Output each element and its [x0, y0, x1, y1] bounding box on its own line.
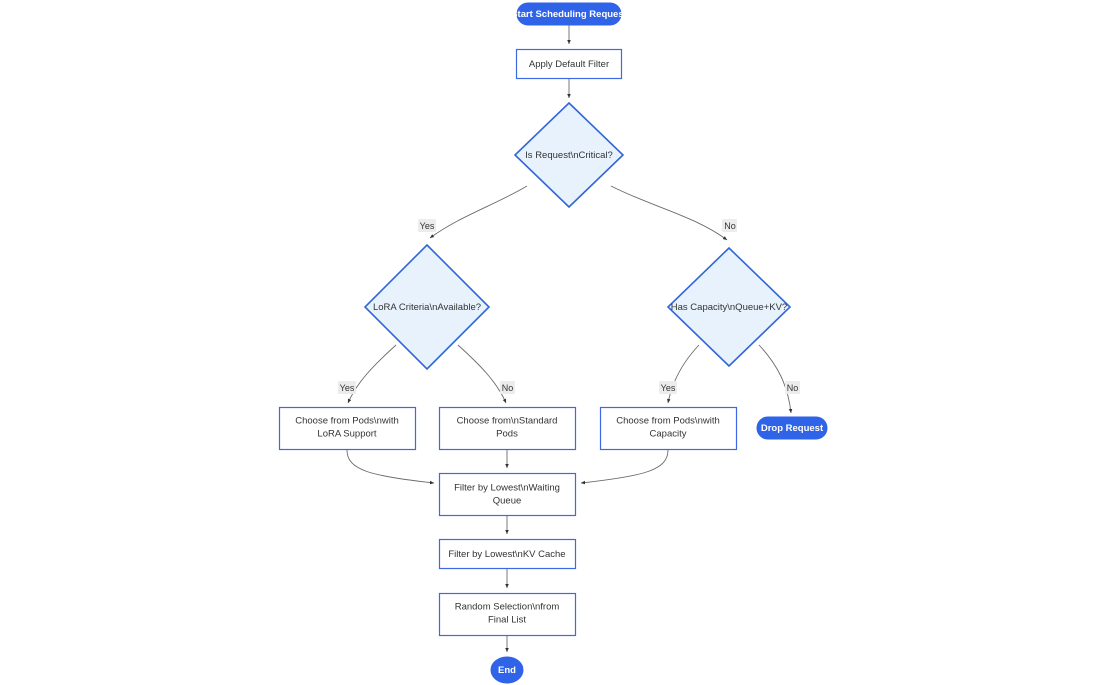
- random-selection-label-line2: Final List: [488, 615, 526, 626]
- choose-lora-pods-label-line2: LoRA Support: [317, 429, 377, 440]
- has-capacity-label: Has Capacity\nQueue+KV?: [671, 302, 787, 313]
- apply-default-filter-shape[interactable]: [515, 48, 623, 80]
- node-drop-request[interactable]: Drop Request: [756, 416, 828, 440]
- filter-waiting-queue-label-line2: Queue: [493, 496, 522, 507]
- edge-label-text: Yes: [340, 383, 355, 393]
- edge-label-lora-criteria-yes: Yes: [338, 381, 356, 394]
- is-request-critical-shape[interactable]: [513, 101, 625, 209]
- node-start[interactable]: Start Scheduling Request: [511, 2, 628, 26]
- choose-capacity-pods-shape[interactable]: [599, 406, 738, 451]
- lora-criteria-available-shape[interactable]: [363, 243, 491, 371]
- drop-request-shape[interactable]: [756, 416, 828, 440]
- edge-label-has-capacity-yes: Yes: [659, 381, 677, 394]
- edge-lora-criteria-yes-to-choose-lora: [347, 344, 397, 404]
- edge-label-text: Yes: [420, 221, 435, 231]
- choose-lora-pods-shape[interactable]: [278, 406, 417, 451]
- node-random-selection[interactable]: Random Selection\nfrom Final List: [438, 592, 577, 637]
- choose-capacity-pods-label-line1: Choose from Pods\nwith: [616, 416, 720, 427]
- choose-standard-pods-shape[interactable]: [438, 406, 577, 451]
- edge-label-lora-criteria-no: No: [500, 381, 515, 394]
- node-choose-capacity-pods[interactable]: Choose from Pods\nwith Capacity: [599, 406, 738, 451]
- edge-label-text: No: [724, 221, 736, 231]
- end-node-label: End: [498, 665, 516, 676]
- node-end[interactable]: End: [490, 656, 524, 684]
- edge-has-capacity-yes-to-choose-capacity: [667, 344, 700, 404]
- node-filter-waiting-queue[interactable]: Filter by Lowest\nWaiting Queue: [438, 472, 577, 517]
- node-is-request-critical[interactable]: Is Request\nCritical?: [513, 101, 625, 209]
- edge-has-capacity-no-to-drop-request: [758, 344, 793, 414]
- filter-kv-cache-label: Filter by Lowest\nKV Cache: [448, 549, 565, 560]
- edge-label-is-critical-no: No: [722, 219, 737, 232]
- has-capacity-shape[interactable]: [666, 246, 792, 368]
- node-lora-criteria-available[interactable]: LoRA Criteria\nAvailable?: [363, 243, 491, 371]
- edge-label-is-critical-yes: Yes: [418, 219, 436, 232]
- edge-label-layer: Yes No Yes No Yes No: [338, 219, 800, 394]
- edge-label-text: No: [787, 383, 799, 393]
- filter-waiting-queue-shape[interactable]: [438, 472, 577, 517]
- edge-is-critical-yes-to-lora-criteria: [429, 185, 528, 239]
- node-layer: Start Scheduling Request Apply Default F…: [278, 2, 828, 684]
- filter-waiting-queue-label-line1: Filter by Lowest\nWaiting: [454, 483, 560, 494]
- lora-criteria-available-label: LoRA Criteria\nAvailable?: [373, 302, 481, 313]
- is-request-critical-label: Is Request\nCritical?: [525, 150, 613, 161]
- start-node-label: Start Scheduling Request: [511, 9, 627, 20]
- filter-kv-cache-shape[interactable]: [438, 538, 577, 570]
- node-filter-kv-cache[interactable]: Filter by Lowest\nKV Cache: [438, 538, 577, 570]
- edge-label-text: Yes: [661, 383, 676, 393]
- choose-standard-pods-label-line1: Choose from\nStandard: [457, 416, 558, 427]
- node-choose-lora-pods[interactable]: Choose from Pods\nwith LoRA Support: [278, 406, 417, 451]
- edge-is-critical-no-to-has-capacity: [610, 185, 728, 241]
- edge-choose-lora-to-filter-queue: [346, 449, 435, 485]
- random-selection-label-line1: Random Selection\nfrom: [455, 602, 560, 613]
- choose-capacity-pods-label-line2: Capacity: [650, 429, 687, 440]
- edge-label-text: No: [502, 383, 514, 393]
- random-selection-shape[interactable]: [438, 592, 577, 637]
- edge-lora-criteria-no-to-choose-standard: [457, 344, 507, 404]
- node-apply-default-filter[interactable]: Apply Default Filter: [515, 48, 623, 80]
- choose-standard-pods-label-line2: Pods: [496, 429, 518, 440]
- end-node-shape[interactable]: [490, 656, 524, 684]
- edge-layer: [346, 25, 793, 652]
- edge-label-has-capacity-no: No: [785, 381, 800, 394]
- start-node-shape[interactable]: [516, 2, 622, 26]
- apply-default-filter-label: Apply Default Filter: [529, 59, 609, 70]
- node-choose-standard-pods[interactable]: Choose from\nStandard Pods: [438, 406, 577, 451]
- choose-lora-pods-label-line1: Choose from Pods\nwith: [295, 416, 399, 427]
- node-has-capacity[interactable]: Has Capacity\nQueue+KV?: [666, 246, 792, 368]
- drop-request-label: Drop Request: [761, 423, 824, 434]
- edge-choose-capacity-to-filter-queue: [580, 449, 669, 485]
